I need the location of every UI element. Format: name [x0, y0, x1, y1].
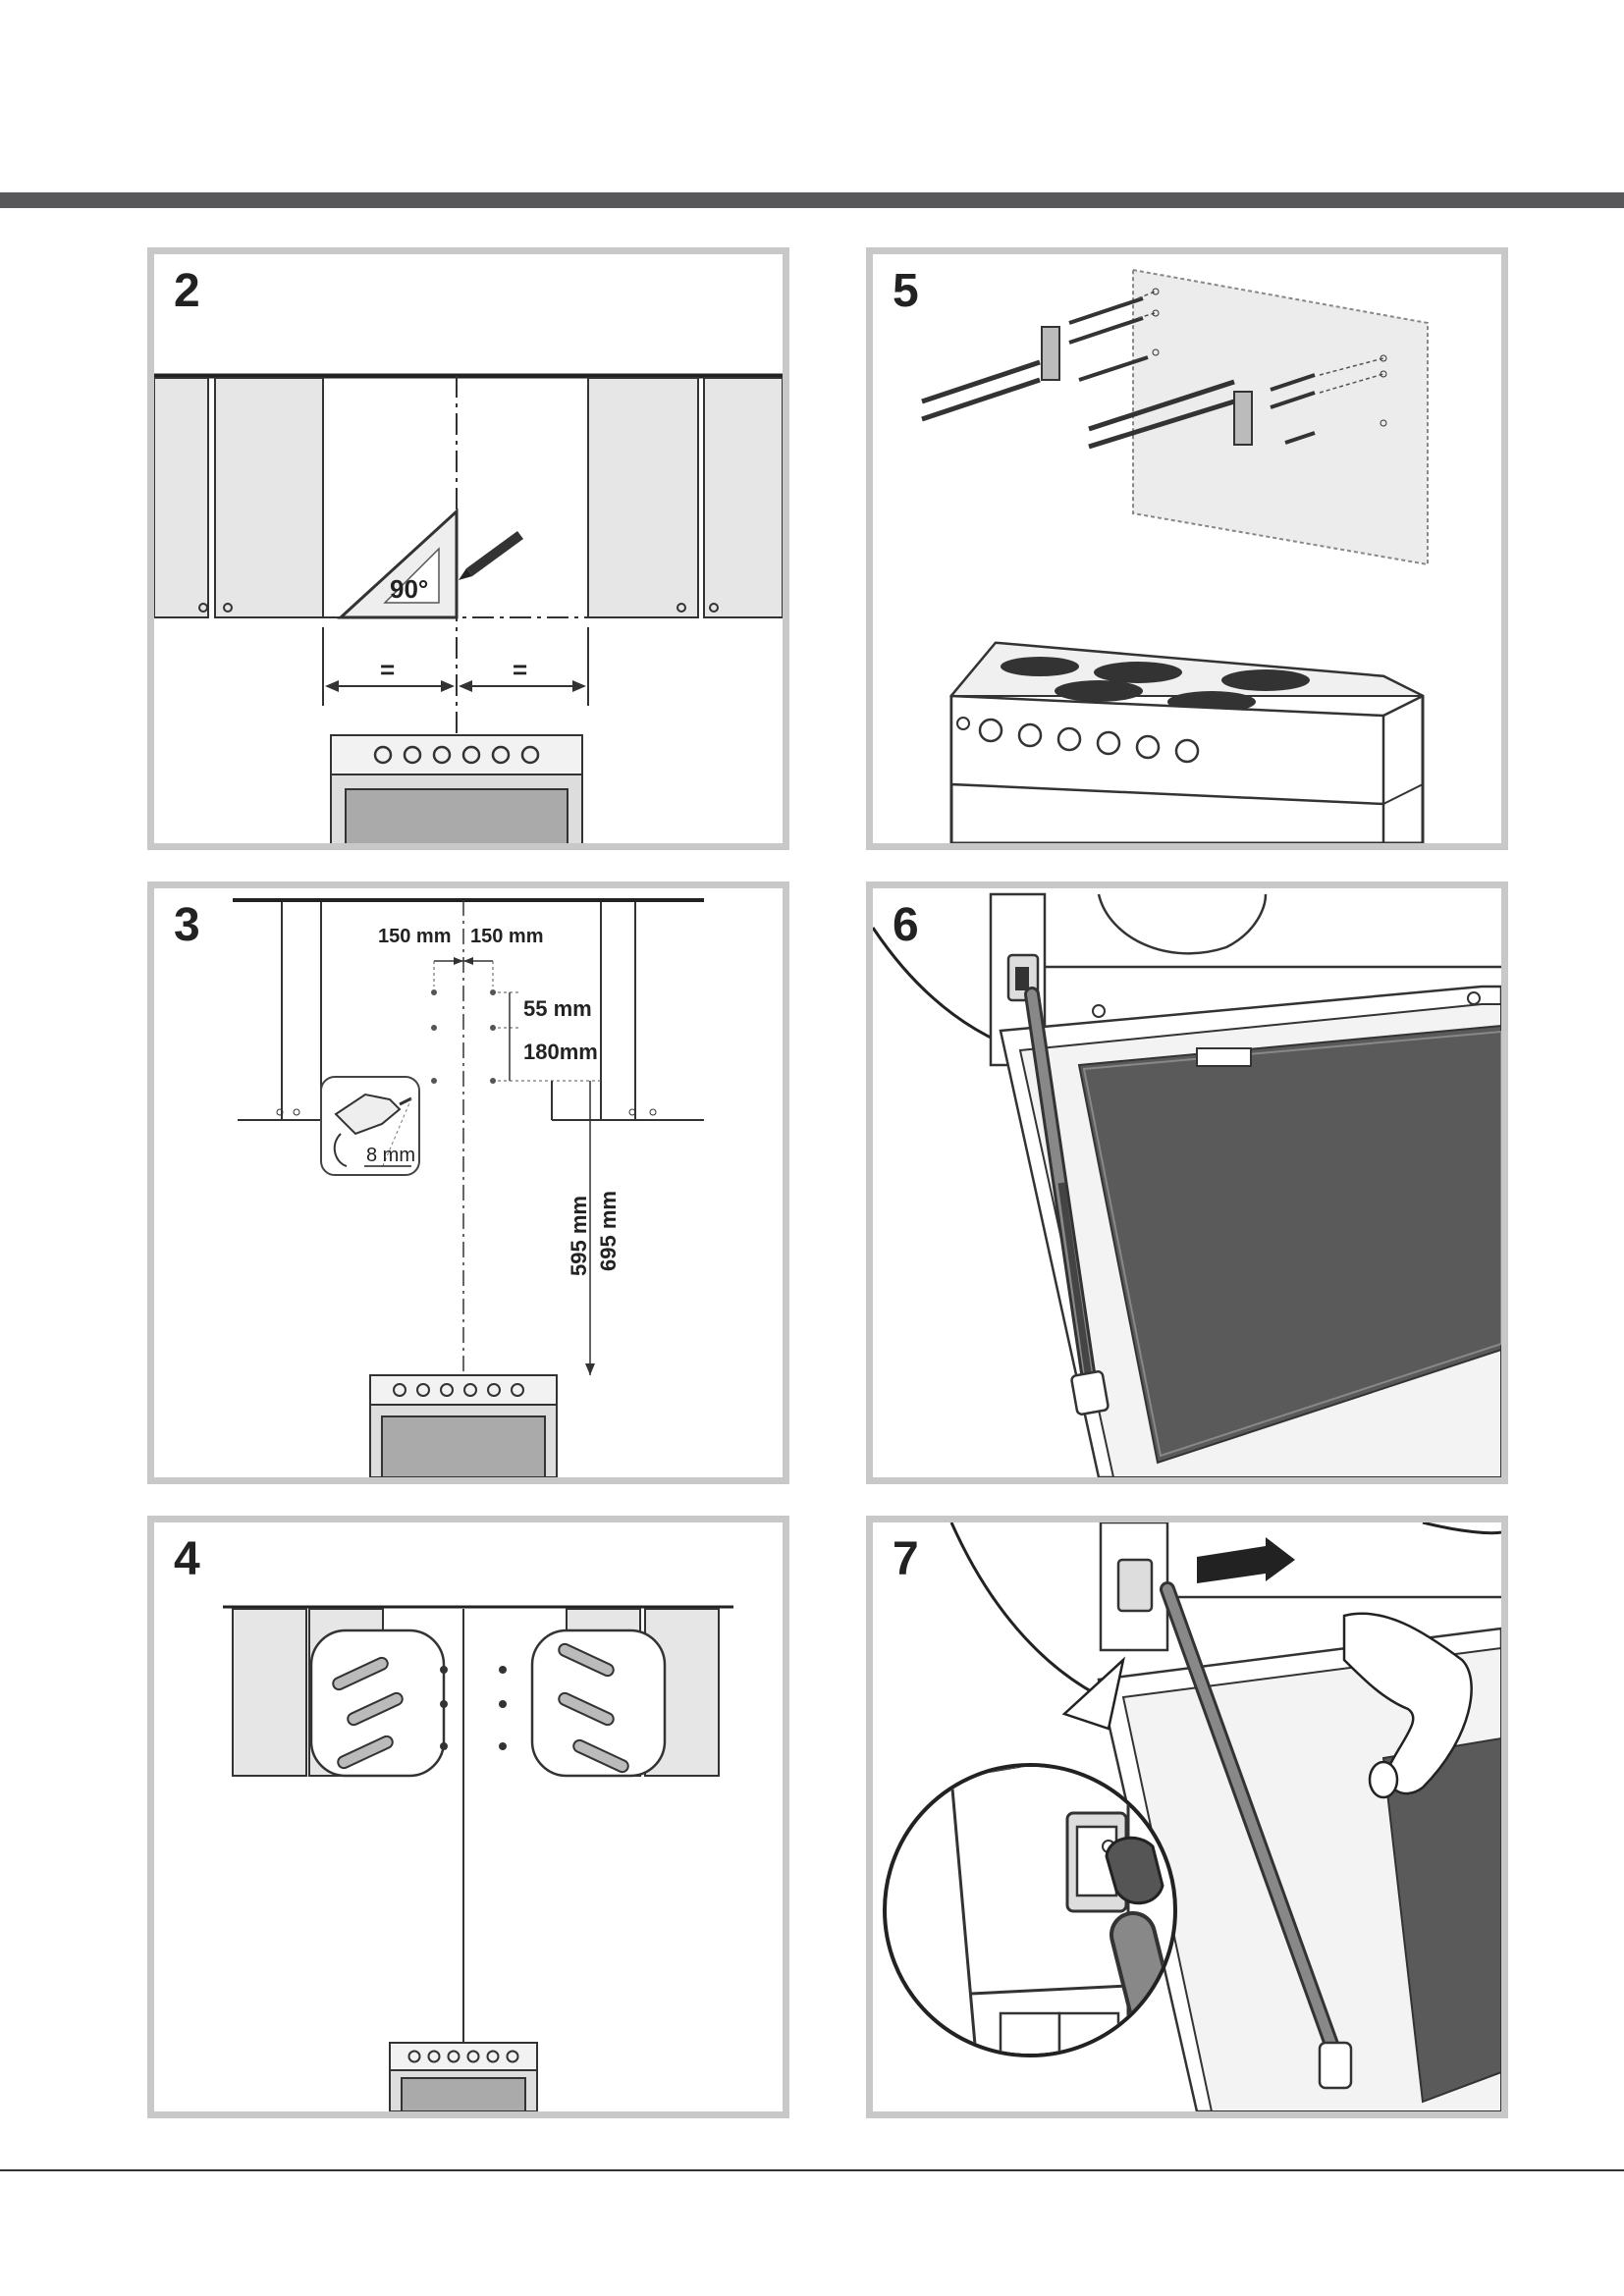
step-2-illustration: 90° = =	[154, 373, 783, 843]
step-number: 5	[893, 265, 919, 317]
top-rule	[0, 192, 1624, 208]
step-number: 2	[174, 265, 200, 317]
step-number: 7	[893, 1533, 919, 1585]
step-number: 6	[893, 899, 919, 951]
panel-step-5: 5	[866, 247, 1508, 850]
dim-55: 55 mm	[523, 996, 592, 1021]
panel-step-6: 6	[866, 881, 1508, 1484]
bottom-rule	[0, 2169, 1624, 2171]
equal-left-label: =	[380, 655, 395, 684]
click-label: Click!	[981, 1725, 1110, 1777]
step-4-illustration	[223, 1605, 733, 2111]
step-3-illustration: 150 mm 150 mm 55 mm 180mm 595 mm 695 mm …	[233, 898, 704, 1477]
dim-180: 180mm	[523, 1040, 598, 1064]
step-number: 3	[174, 899, 200, 951]
dim-150-right: 150 mm	[470, 926, 544, 947]
angle-label: 90°	[390, 574, 428, 604]
dim-150-left: 150 mm	[378, 926, 452, 947]
equal-right-label: =	[513, 655, 527, 684]
step-6-illustration	[873, 892, 1501, 1477]
drill-bit-size: 8 mm	[366, 1145, 415, 1166]
panel-step-3: 150 mm 150 mm 55 mm 180mm 595 mm 695 mm …	[147, 881, 789, 1484]
dim-695: 695 mm	[596, 1191, 621, 1271]
panel-step-7: Click! 7	[866, 1516, 1508, 2118]
step-number: 4	[174, 1533, 200, 1585]
step-7-illustration: Click!	[883, 1522, 1501, 2111]
panel-step-2: 90° = = 2	[147, 247, 789, 850]
dim-595: 595 mm	[567, 1196, 591, 1276]
step-5-illustration	[921, 268, 1429, 843]
panel-step-4: 4	[147, 1516, 789, 2118]
